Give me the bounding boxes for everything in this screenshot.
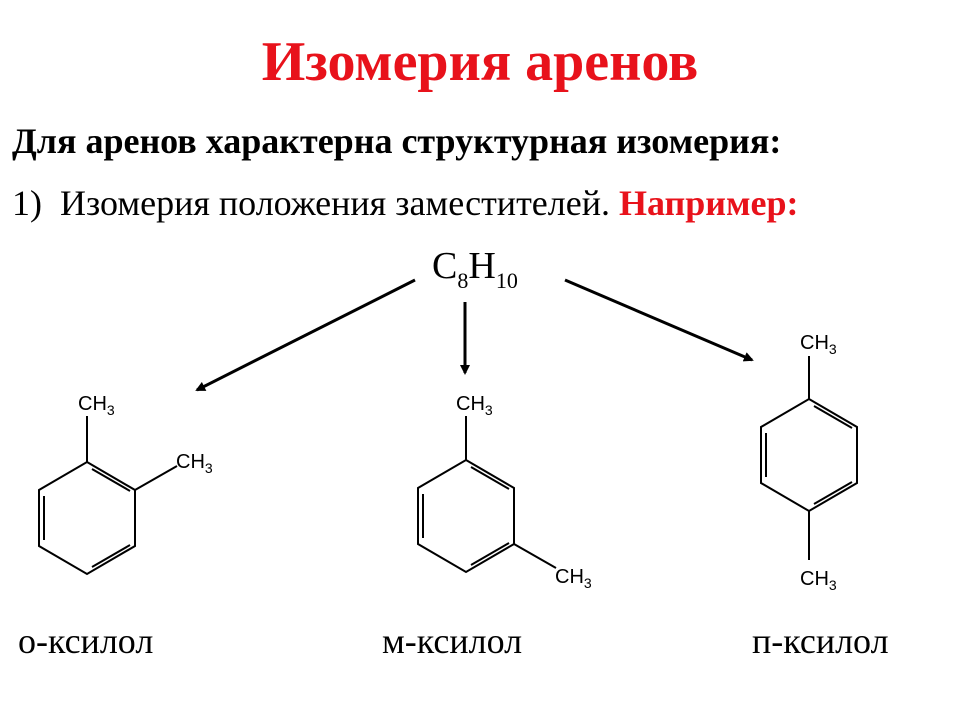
ortho-xylene-structure	[38, 416, 178, 576]
slide-title: Изомерия аренов	[261, 31, 699, 93]
arrow-left	[195, 278, 416, 392]
isomer-name-para: п-ксилол	[752, 621, 889, 661]
isomer-name-ortho: о-ксилол	[18, 621, 154, 661]
para-ch3-top: CH3	[800, 332, 837, 357]
meta-xylene-structure	[417, 416, 557, 574]
formula-c-sub: 8	[457, 268, 469, 293]
list-number: 1)	[12, 183, 42, 223]
meta-ch3-bottom: CH3	[555, 566, 592, 591]
meta-ch3-top: CH3	[456, 393, 493, 418]
list-text: Изомерия положения заместителей.	[60, 183, 610, 223]
formula-c: C	[432, 245, 458, 287]
formula-h: H	[468, 245, 496, 287]
molecular-formula: C8H10	[432, 244, 518, 293]
isomer-name-meta: м-ксилол	[382, 621, 523, 661]
ortho-ch3-top: CH3	[78, 393, 115, 418]
example-label: Например:	[618, 183, 799, 223]
formula-h-sub: 10	[495, 268, 518, 293]
list-item-1: 1) Изомерия положения заместителей. Напр…	[12, 182, 799, 224]
subtitle: Для аренов характерна структурная изомер…	[12, 121, 782, 161]
para-xylene-structure	[760, 356, 858, 560]
para-ch3-bottom: CH3	[800, 568, 837, 593]
ortho-ch3-right: CH3	[176, 451, 213, 476]
arrow-right	[564, 278, 754, 362]
